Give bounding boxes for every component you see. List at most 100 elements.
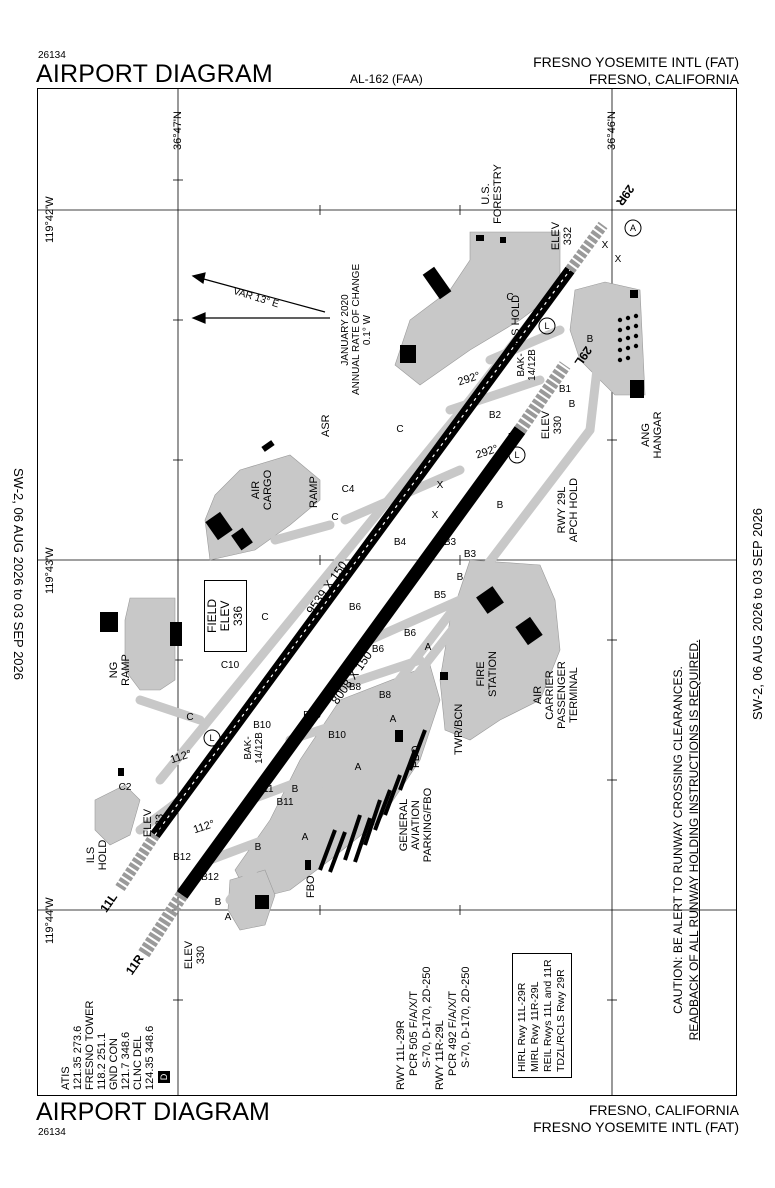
svg-text:B1: B1 xyxy=(559,384,572,395)
taxiway-c-line xyxy=(155,395,475,785)
svg-text:B: B xyxy=(497,500,504,511)
svg-text:B: B xyxy=(255,842,262,853)
tower-beacon-label: TWR/BCN xyxy=(453,703,465,755)
lighting-legend: HIRL Rwy 11L-29R MIRL Rwy 11R-29L REIL R… xyxy=(512,953,572,1078)
svg-text:C: C xyxy=(396,424,403,435)
svg-text:X: X xyxy=(602,240,609,251)
svg-text:B12: B12 xyxy=(173,852,191,863)
svg-text:B2: B2 xyxy=(489,410,502,421)
north-apron xyxy=(394,231,561,386)
svg-text:L: L xyxy=(209,733,214,743)
rwy-11r-chevrons xyxy=(137,891,188,959)
rwy-11r-id: 11R xyxy=(123,952,147,978)
lon-label-1: 119°42'W xyxy=(44,196,56,243)
svg-text:A: A xyxy=(630,223,636,233)
svg-text:B8: B8 xyxy=(349,682,362,693)
rwy-11l-id: 11L xyxy=(97,890,120,914)
variation-arrows xyxy=(191,272,330,324)
field-elevation-box: FIELD ELEV 336 xyxy=(204,580,247,652)
runway-11l-29r xyxy=(115,221,608,892)
symbols xyxy=(203,219,642,747)
effective-dates-right: SW-2, 06 AUG 2026 to 03 SEP 2026 xyxy=(750,508,765,720)
svg-text:B: B xyxy=(215,897,222,908)
runway-11r-29l xyxy=(137,361,571,959)
svg-text:L: L xyxy=(544,321,549,331)
ng-ramp-apron xyxy=(124,597,176,691)
svg-text:B8: B8 xyxy=(379,690,392,701)
taxiway-labels: C C C4 C C C10 C C2 X X X X B B1 B2 B2 B… xyxy=(119,240,622,923)
svg-text:A: A xyxy=(302,832,309,843)
footer-number: 26134 xyxy=(38,1127,66,1138)
svg-text:X: X xyxy=(432,510,439,521)
airport-city: FRESNO, CALIFORNIA xyxy=(588,71,739,87)
footer-airport: FRESNO YOSEMITE INTL (FAT) xyxy=(533,1119,739,1135)
lat-label-1: 36°47'N xyxy=(172,111,184,150)
svg-text:A: A xyxy=(225,912,232,923)
taxiway-a-line xyxy=(275,615,465,855)
svg-text:A: A xyxy=(390,714,397,725)
rwy-29l-chevrons xyxy=(514,361,571,434)
lon-label-2: 119°43'W xyxy=(44,547,56,594)
svg-text:B: B xyxy=(292,784,299,795)
ga-hangar-rows xyxy=(318,729,427,873)
d-badge: D xyxy=(158,1071,170,1083)
svg-text:C: C xyxy=(331,512,338,523)
terminal-apron xyxy=(439,559,561,741)
svg-text:C2: C2 xyxy=(119,782,132,793)
bak-label-south: BAK-14/12B xyxy=(243,732,265,764)
svg-text:C10: C10 xyxy=(221,660,240,671)
taxiways xyxy=(135,285,610,905)
rwy-11l-chevrons xyxy=(115,831,160,892)
chart-title: AIRPORT DIAGRAM xyxy=(36,60,273,88)
svg-text:A: A xyxy=(355,762,362,773)
frequency-list: ATIS 121.35 273.6 FRESNO TOWER 118.2 251… xyxy=(60,1000,156,1090)
ils-hold-top-label: ILS HOLD xyxy=(510,294,522,345)
svg-text:B3: B3 xyxy=(444,537,457,548)
fbo-label-2: FBO xyxy=(305,875,317,898)
svg-text:B12: B12 xyxy=(201,872,219,883)
svg-text:B: B xyxy=(569,399,576,410)
svg-text:B11: B11 xyxy=(276,797,293,808)
svg-text:A: A xyxy=(425,642,432,653)
svg-text:B6: B6 xyxy=(404,628,417,639)
graticule-ticks xyxy=(173,179,617,1001)
diagram-frame xyxy=(37,88,737,1096)
airport-name: FRESNO YOSEMITE INTL (FAT) xyxy=(533,54,739,70)
chart-number: 26134 xyxy=(38,50,66,61)
us-forestry-label: U.S.FORESTRY xyxy=(480,164,504,224)
rwy-29r-id: 29R xyxy=(613,182,637,208)
footer-city: FRESNO, CALIFORNIA xyxy=(588,1102,739,1118)
symbol-letters: A L L L xyxy=(209,223,636,743)
svg-text:B10: B10 xyxy=(328,730,346,741)
effective-dates-left: SW-2, 06 AUG 2026 to 03 SEP 2026 xyxy=(11,468,26,680)
variation-note: JANUARY 2020 ANNUAL RATE OF CHANGE 0.1° … xyxy=(340,263,373,395)
svg-text:X: X xyxy=(615,254,622,265)
svg-text:C: C xyxy=(186,712,193,723)
asr-label: ASR xyxy=(320,414,332,437)
rwy-29r-chevrons xyxy=(565,221,608,274)
svg-text:B10: B10 xyxy=(253,720,271,731)
sw-apron xyxy=(94,784,141,846)
svg-text:B6: B6 xyxy=(372,644,385,655)
ramp-label: RAMP xyxy=(308,476,320,508)
svg-text:C4: C4 xyxy=(342,484,355,495)
svg-text:B: B xyxy=(587,334,594,345)
bak-label-north: BAK-14/12B xyxy=(516,349,538,381)
svg-text:B2: B2 xyxy=(508,432,521,443)
chart-reference: AL-162 (FAA) xyxy=(350,72,423,86)
caution-note: CAUTION: BE ALERT TO RUNWAY CROSSING CLE… xyxy=(671,639,701,1041)
svg-text:X: X xyxy=(437,480,444,491)
runway-dimensions: 9539 X 150 8008 X 150 xyxy=(303,558,375,707)
svg-text:C: C xyxy=(506,292,513,303)
